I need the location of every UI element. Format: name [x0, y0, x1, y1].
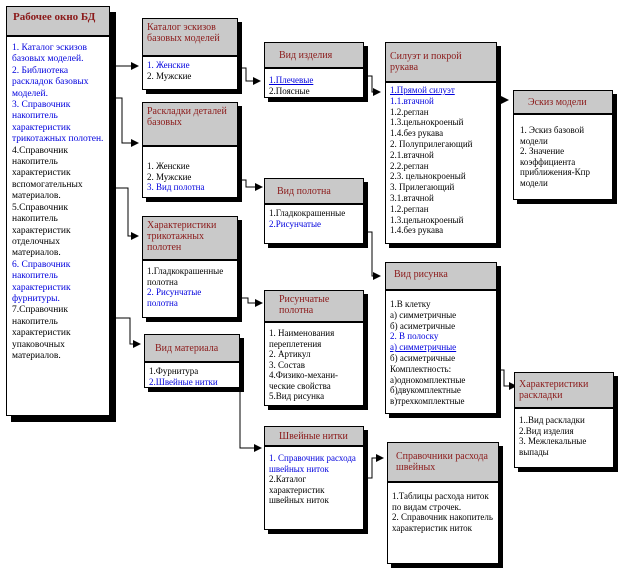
list-item: 1.2.реглан [390, 203, 429, 214]
list-item: 2. Справочник накопитель характеристик н… [392, 512, 493, 533]
arrow-product-silhouette [364, 75, 381, 96]
list-item: Комплектность: [390, 363, 452, 374]
silhouette-title: Силуэт и покрой рукава [385, 42, 497, 82]
list-item: 1..Вид раскладки [519, 415, 585, 425]
arrow-main-knit [112, 187, 139, 240]
arrow-knit-patterned [238, 297, 263, 307]
patterned-title: Рисунчатые полотна [264, 290, 364, 322]
threadref-list: 1.Таблицы расхода ниток по видам строчек… [387, 482, 499, 564]
list-item: 1.Плечевые [269, 75, 314, 85]
layoutchar-title: Характеристики раскладки [514, 372, 614, 408]
list-item: 1. Наименования переплетения [269, 328, 335, 349]
list-item: 1. Эскиз базовой модели [520, 125, 585, 146]
arrow-main-layouts [112, 97, 139, 147]
list-item: 1.4.без рукава [390, 128, 444, 139]
list-item: 1.1.втачной [390, 95, 434, 106]
list-item: 3. Межлекальные выпады [519, 436, 587, 457]
list-item: 1.3.цельнокроеный [390, 214, 464, 225]
arrow-catalog-product [238, 67, 261, 85]
list-item: 4.Физико-механи-ческие свойства [269, 370, 339, 391]
list-item: 2.3. цельнокроеный [390, 171, 466, 182]
list-item: 4.Справочник накопитель характеристик вс… [12, 145, 83, 202]
material-title: Вид материала [144, 334, 240, 362]
list-item: 1. Женские [147, 60, 190, 70]
list-item: 2.2.реглан [390, 160, 429, 171]
list-item: 1. Справочник расхода швейных ниток [269, 453, 356, 474]
threads-title: Швейные нитки [264, 426, 364, 446]
list-item: 3. Прилегающий [390, 182, 455, 193]
list-item: 2.Поясные [269, 85, 310, 96]
layouts-title: Раскладки деталей базовых [142, 102, 238, 146]
list-item: 1. Женские [147, 161, 190, 171]
list-item: а)однокомплектные [390, 374, 466, 385]
list-item: 1. Каталог эскизов базовых моделей. [12, 43, 87, 65]
list-item: 6. Справочник накопитель характеристик ф… [12, 259, 71, 304]
arrow-layouts-fabric [238, 179, 263, 191]
list-item: в)трехкомплектные [390, 396, 465, 407]
list-item: 2. Артикул [269, 349, 311, 359]
list-item: б) асиметричные [390, 320, 456, 331]
list-item: а) симметричные [390, 342, 457, 353]
list-item: 3. Справочник накопитель характеристик т… [12, 100, 104, 145]
list-item: 3.1.втачной [390, 192, 434, 203]
knit-title: Характеристики трикотажных полотен [142, 216, 238, 260]
main-box-title: Рабочее окно БД [6, 6, 110, 36]
list-item: 1.Таблицы расхода ниток по видам строчек… [392, 491, 489, 512]
list-item: 3. Вид полотна [147, 182, 205, 192]
list-item: а) симметричные [390, 309, 457, 320]
catalog-title: Каталог эскизов базовых моделей [142, 18, 238, 56]
list-item: 3. Состав [269, 359, 306, 370]
list-item: 1.Гладкокрашенные полотна [147, 266, 224, 287]
arrow-threads-threadref [364, 454, 384, 479]
list-item: 1.3.цельнокроеный [390, 117, 464, 128]
list-item: 2. Мужские [147, 70, 192, 81]
list-item: б) асиметричные [390, 352, 456, 363]
list-item: 2.1.втачной [390, 149, 434, 160]
list-item: 2. Мужские [147, 171, 192, 182]
list-item: 7.Справочник накопитель характеристик уп… [12, 305, 71, 361]
list-item: 2. Полуприлегающий [390, 138, 473, 149]
list-item: 2.Вид изделия [519, 425, 574, 436]
arrow-main-material [112, 317, 141, 348]
list-item: 1.Гладкокрашенные [269, 208, 346, 218]
list-item: 2. Значение коэффициента приближения-Кпр… [520, 146, 590, 188]
sketch-title: Эскиз модели [513, 90, 613, 114]
list-item: 1.В клетку [390, 299, 431, 309]
list-item: 2. В полоску [390, 331, 439, 342]
arrow-fabric-pattern [364, 231, 381, 280]
threadref-title: Справочники расхода швейных [387, 442, 499, 482]
main-box-list: 1. Каталог эскизов базовых моделей.2. Би… [6, 36, 110, 416]
list-item: 2.Швейные нитки [149, 376, 218, 387]
pattern-title: Вид рисунка [385, 262, 497, 290]
fabric-title: Вид полотна [264, 178, 364, 204]
list-item: 1.Прямой силуэт [390, 85, 455, 95]
list-item: 2.Рисунчатые [269, 218, 322, 229]
list-item: 2. Рисунчатые полотна [147, 287, 202, 308]
list-item: 1.4.без рукава [390, 225, 444, 236]
list-item: 1.2.реглан [390, 106, 429, 117]
list-item: б)двукомплектные [390, 385, 461, 396]
list-item: 1.Фурнитура [149, 366, 199, 376]
list-item: 5.Справочник накопитель характеристик от… [12, 202, 71, 259]
arrow-material-threads [239, 388, 262, 452]
list-item: 2.Каталог характеристик швейных ниток [269, 474, 329, 505]
list-item: 5.Вид рисунка [269, 391, 325, 401]
list-item: 2. Библиотека раскладок базовых моделей. [12, 65, 89, 99]
product-title: Вид изделия [264, 42, 364, 68]
